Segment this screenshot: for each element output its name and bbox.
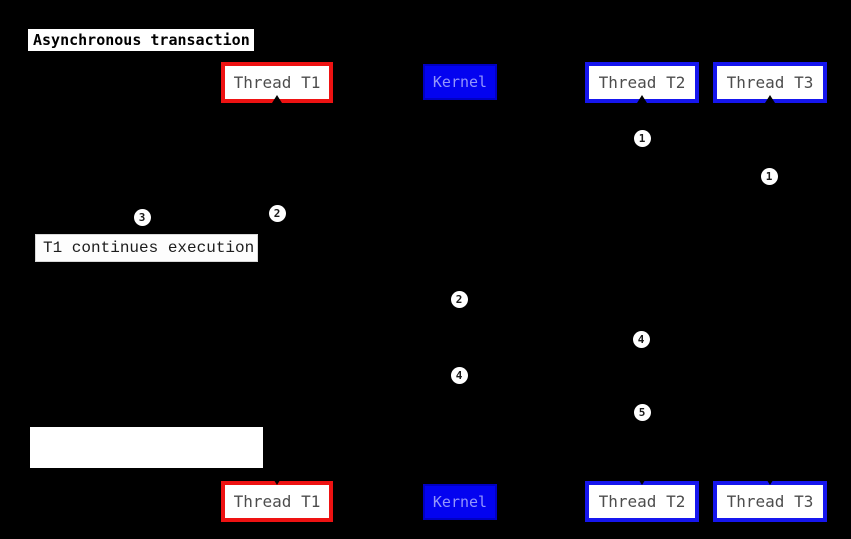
step-badge-1: 1 <box>760 167 778 185</box>
lifeline-arrowhead-down-icon <box>637 477 647 485</box>
step-badge-4: 4 <box>450 366 468 384</box>
step-badge-1: 1 <box>633 129 651 147</box>
step-badge-2: 2 <box>450 290 468 308</box>
step-badge-3: 3 <box>133 208 151 226</box>
actor-thread-t2-bottom: Thread T2 <box>585 481 699 522</box>
actor-kernel-bottom: Kernel <box>423 484 497 520</box>
step-badge-5: 5 <box>633 403 651 421</box>
lifeline-arrowhead-up-icon <box>637 95 647 103</box>
lifeline-arrowhead-down-icon <box>272 477 282 485</box>
actor-kernel-top: Kernel <box>423 64 497 100</box>
note-t1-continues-execution: T1 continues execution <box>35 234 258 262</box>
actor-thread-t1-bottom: Thread T1 <box>221 481 333 522</box>
lifeline-arrowhead-up-icon <box>765 95 775 103</box>
lifeline-arrowhead-down-icon <box>765 477 775 485</box>
step-badge-2: 2 <box>268 204 286 222</box>
blank-note-box <box>30 427 263 468</box>
diagram-title: Asynchronous transaction <box>28 29 254 51</box>
step-badge-4: 4 <box>632 330 650 348</box>
actor-thread-t3-bottom: Thread T3 <box>713 481 827 522</box>
lifeline-arrowhead-up-icon <box>272 95 282 103</box>
